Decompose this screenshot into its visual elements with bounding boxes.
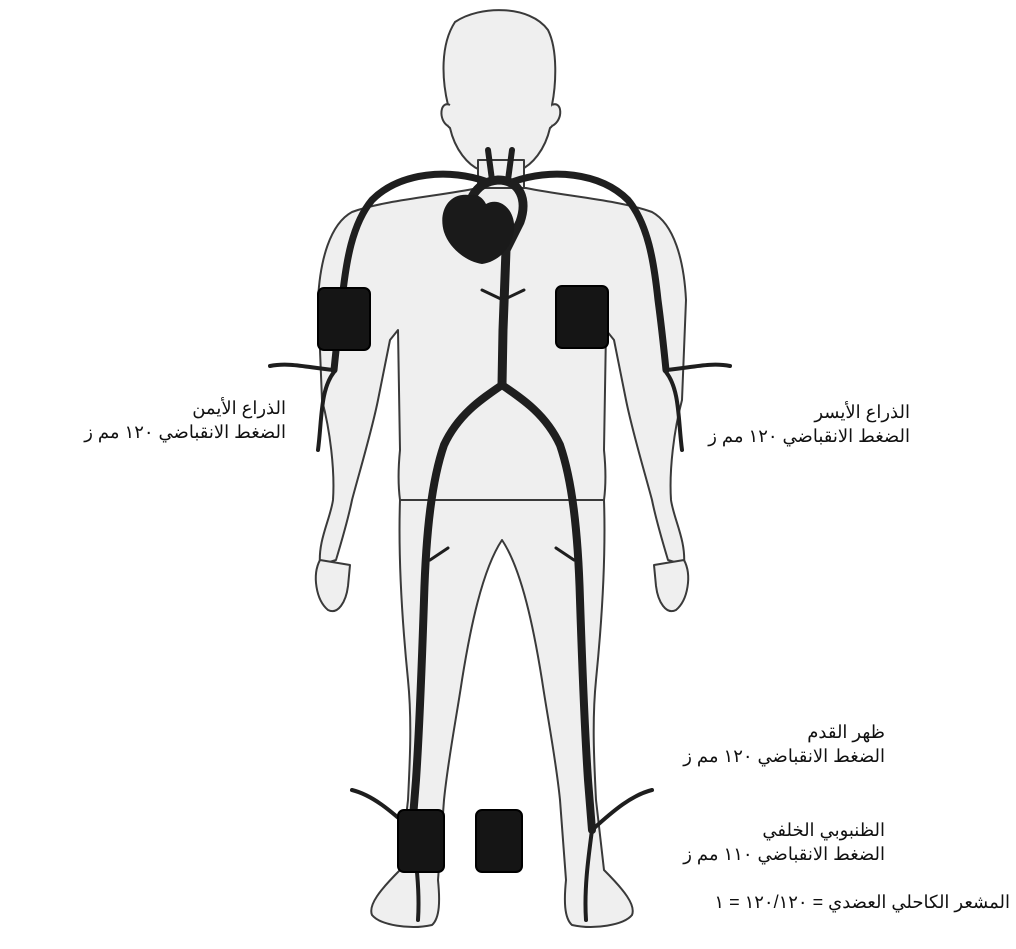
left-arm-cuff (556, 286, 608, 348)
right-arm-label: الذراع الأيمن الضغط الانقباضي ١٢٠ مم ز (0, 396, 286, 444)
right-hand (316, 560, 350, 611)
left-arm-pressure: الضغط الانقباضي ١٢٠ مم ز (620, 424, 910, 448)
left-arm-label: الذراع الأيسر الضغط الانقباضي ١٢٠ مم ز (620, 400, 910, 448)
right-ankle-cuff (398, 810, 444, 872)
posterior-tibial-pressure: الضغط الانقباضي ١١٠ مم ز (600, 842, 885, 866)
dorsalis-pedis-label: ظهر القدم الضغط الانقباضي ١٢٠ مم ز (600, 720, 885, 768)
body-silhouette (316, 10, 688, 927)
abi-formula: المشعر الكاحلي العضدي = ١٢٠/١٢٠ = ١ (570, 890, 1010, 914)
left-ankle-cuff (476, 810, 522, 872)
right-arm-cuff (318, 288, 370, 350)
posterior-tibial-title: الظنبوبي الخلفي (600, 818, 885, 842)
right-arm-title: الذراع الأيمن (0, 396, 286, 420)
dorsalis-pedis-title: ظهر القدم (600, 720, 885, 744)
head (444, 10, 556, 170)
posterior-tibial-label: الظنبوبي الخلفي الضغط الانقباضي ١١٠ مم ز (600, 818, 885, 866)
right-arm-pressure: الضغط الانقباضي ١٢٠ مم ز (0, 420, 286, 444)
abi-text: المشعر الكاحلي العضدي = ١٢٠/١٢٠ = ١ (570, 890, 1010, 914)
dorsalis-pedis-pressure: الضغط الانقباضي ١٢٠ مم ز (600, 744, 885, 768)
left-arm-title: الذراع الأيسر (620, 400, 910, 424)
left-hand (654, 560, 688, 611)
